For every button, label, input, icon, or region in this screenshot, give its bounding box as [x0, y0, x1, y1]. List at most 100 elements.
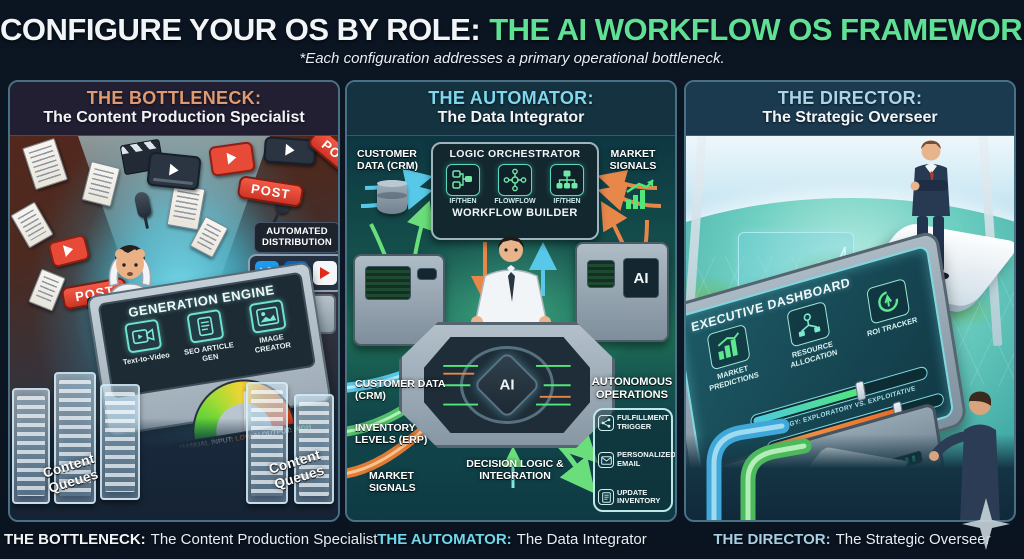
metric-roi-tracker: ROI TRACKER — [850, 273, 930, 350]
database-icon — [377, 180, 407, 214]
orchestrator-tile-ifthen-1: IF/THEN — [441, 164, 485, 205]
generation-engine-screen: GENERATION ENGINE Text-to-Video — [97, 271, 317, 399]
document-icon — [22, 137, 68, 191]
document-icon — [28, 268, 66, 312]
autonomous-operations-box: FULFILLMENT TRIGGER PERSONALIZED EMAIL U… — [593, 408, 675, 512]
branch-flow-icon — [446, 164, 480, 196]
tool-text-to-video: Text-to-Video — [110, 317, 179, 377]
decision-logic-label: DECISION LOGIC & INTEGRATION — [466, 458, 564, 483]
caption-role: THE AUTOMATOR: — [377, 531, 512, 548]
caption-text: The Data Integrator — [516, 531, 647, 548]
fulfillment-trigger-icon — [598, 414, 614, 431]
executive-dashboard: EXECUTIVE DASHBOARD MARKET PREDICTIONS — [686, 229, 968, 503]
ai-chip-label: AI — [499, 376, 515, 394]
play-icon — [169, 163, 180, 176]
youtube-icon — [313, 261, 337, 285]
tile-label: IF/THEN — [449, 198, 477, 205]
caption-role: THE DIRECTOR: — [713, 531, 831, 548]
integrator-person-illustration — [471, 236, 551, 328]
dashboard-screen: EXECUTIVE DASHBOARD MARKET PREDICTIONS — [686, 244, 955, 488]
tile-label: IF/THEN — [553, 198, 581, 205]
caption-director: THE DIRECTOR:The Strategic Overseer — [682, 531, 1022, 548]
customer-data-input-label: CUSTOMER DATA (CRM) — [355, 378, 446, 403]
inventory-doc-icon — [598, 489, 614, 506]
tool-seo-article: SEO ARTICLE GEN — [172, 307, 241, 367]
caption-text: The Content Production Specialist — [150, 531, 378, 548]
autonomous-operations-title: AUTONOMOUS OPERATIONS — [591, 376, 673, 401]
panel-automator: THE AUTOMATOR: The Data Integrator — [345, 80, 677, 522]
content-queue-tower — [294, 394, 334, 504]
market-signals-input-label: MARKET SIGNALS — [369, 470, 416, 495]
page-title: CONFIGURE YOUR OS BY ROLE:THE AI WORKFLO… — [0, 12, 1024, 48]
observer-figure — [929, 391, 1000, 520]
title-green-part: THE AI WORKFLOW OS FRAMEWORK. — [489, 12, 1024, 47]
play-icon — [226, 151, 238, 165]
machine-screen — [587, 260, 615, 288]
panel-bottleneck-header: THE BOTTLENECK: The Content Production S… — [10, 82, 338, 136]
progress-bar — [152, 177, 193, 186]
post-badge: POST — [236, 175, 305, 208]
metric-market-predictions: MARKET PREDICTIONS — [690, 319, 770, 396]
play-icon — [285, 143, 295, 157]
panel-director-role: THE DIRECTOR: — [777, 88, 923, 108]
caption-text: The Strategic Overseer — [835, 531, 991, 548]
page-subtitle: *Each configuration addresses a primary … — [299, 50, 725, 67]
panel-bottleneck-role: THE BOTTLENECK: — [86, 88, 262, 108]
caption-bottleneck: THE BOTTLENECK:The Content Production Sp… — [4, 531, 377, 548]
metric-resource-allocation: RESOURCE ALLOCATION — [770, 296, 850, 373]
content-queue-tower — [100, 384, 140, 500]
panel-director: THE DIRECTOR: The Strategic Overseer — [684, 80, 1016, 522]
orchestrator-tile-ifthen-2: IF/THEN — [545, 164, 589, 205]
tool-label: SEO ARTICLE GEN — [183, 340, 235, 364]
tool-label: Text-to-Video — [122, 350, 171, 367]
operation-fulfillment: FULFILLMENT TRIGGER — [598, 413, 669, 431]
panel-bottleneck: THE BOTTLENECK: The Content Production S… — [8, 80, 340, 522]
play-icon — [62, 243, 75, 257]
operation-label: UPDATE INVENTORY — [617, 487, 661, 506]
generation-engine-tools: Text-to-Video SEO ARTICLE GEN — [103, 293, 311, 378]
ai-hub-top: AI — [424, 337, 590, 433]
hierarchy-icon — [550, 164, 584, 196]
content-queue-tower — [12, 388, 50, 504]
roi-gauge-icon — [866, 277, 911, 325]
panel-director-subtitle: The Strategic Overseer — [762, 109, 938, 126]
allocation-icon — [786, 300, 831, 348]
market-signals-top-label: MARKET SIGNALS — [609, 148, 657, 173]
machine-panel — [417, 268, 437, 280]
article-icon — [186, 308, 225, 344]
caption-automator: THE AUTOMATOR:The Data Integrator — [342, 531, 682, 548]
inventory-levels-input-label: INVENTORY LEVELS (ERP) — [355, 422, 428, 447]
ai-monitor-machine: AI — [575, 242, 669, 342]
operation-label: FULFILLMENT TRIGGER — [617, 413, 669, 431]
image-icon — [248, 298, 288, 334]
ai-monitor-screen: AI — [623, 258, 659, 298]
tool-image-creator: IMAGE CREATOR — [235, 297, 304, 357]
video-player-icon — [146, 151, 202, 191]
panel-automator-header: THE AUTOMATOR: The Data Integrator — [347, 82, 675, 136]
generation-engine-console: GENERATION ENGINE Text-to-Video — [86, 261, 332, 456]
market-chart-icon — [626, 179, 654, 209]
orchestrator-tiles: IF/THEN FLOWFLOW IF/THEN — [433, 164, 597, 205]
panel-bottleneck-subtitle: The Content Production Specialist — [43, 109, 305, 126]
panel-director-header: THE DIRECTOR: The Strategic Overseer — [686, 82, 1014, 136]
dashboard-metrics: MARKET PREDICTIONS RESOURCE ALLOCATION — [686, 271, 939, 399]
orchestrator-tile-flowflow: FLOWFLOW — [493, 164, 537, 205]
tool-label: IMAGE CREATOR — [254, 332, 292, 355]
tile-label: FLOWFLOW — [494, 198, 536, 205]
bar-chart-icon — [706, 323, 751, 371]
sparkle-icon — [962, 498, 1010, 550]
panel-automator-subtitle: The Data Integrator — [437, 109, 585, 126]
customer-data-top-label: CUSTOMER DATA (CRM) — [357, 148, 419, 173]
logic-orchestrator-box: LOGIC ORCHESTRATOR IF/THEN FLOWFLOW — [431, 142, 599, 240]
operation-label: PERSONALIZED EMAIL — [617, 450, 675, 468]
title-white-part: CONFIGURE YOUR OS BY ROLE: — [0, 12, 481, 47]
video-camera-icon — [123, 318, 162, 354]
caption-role: THE BOTTLENECK: — [4, 531, 146, 548]
panel-bottleneck-art: POST POST POST AUTOMATED DISTRIBUTION — [10, 136, 338, 520]
ai-monitor-label: AI — [633, 269, 649, 287]
panel-automator-art: CUSTOMER DATA (CRM) MARKET SIGNALS LOGIC… — [347, 136, 675, 520]
document-icon — [10, 201, 54, 249]
logic-orchestrator-title: LOGIC ORCHESTRATOR — [449, 148, 581, 160]
node-network-icon — [498, 164, 532, 196]
